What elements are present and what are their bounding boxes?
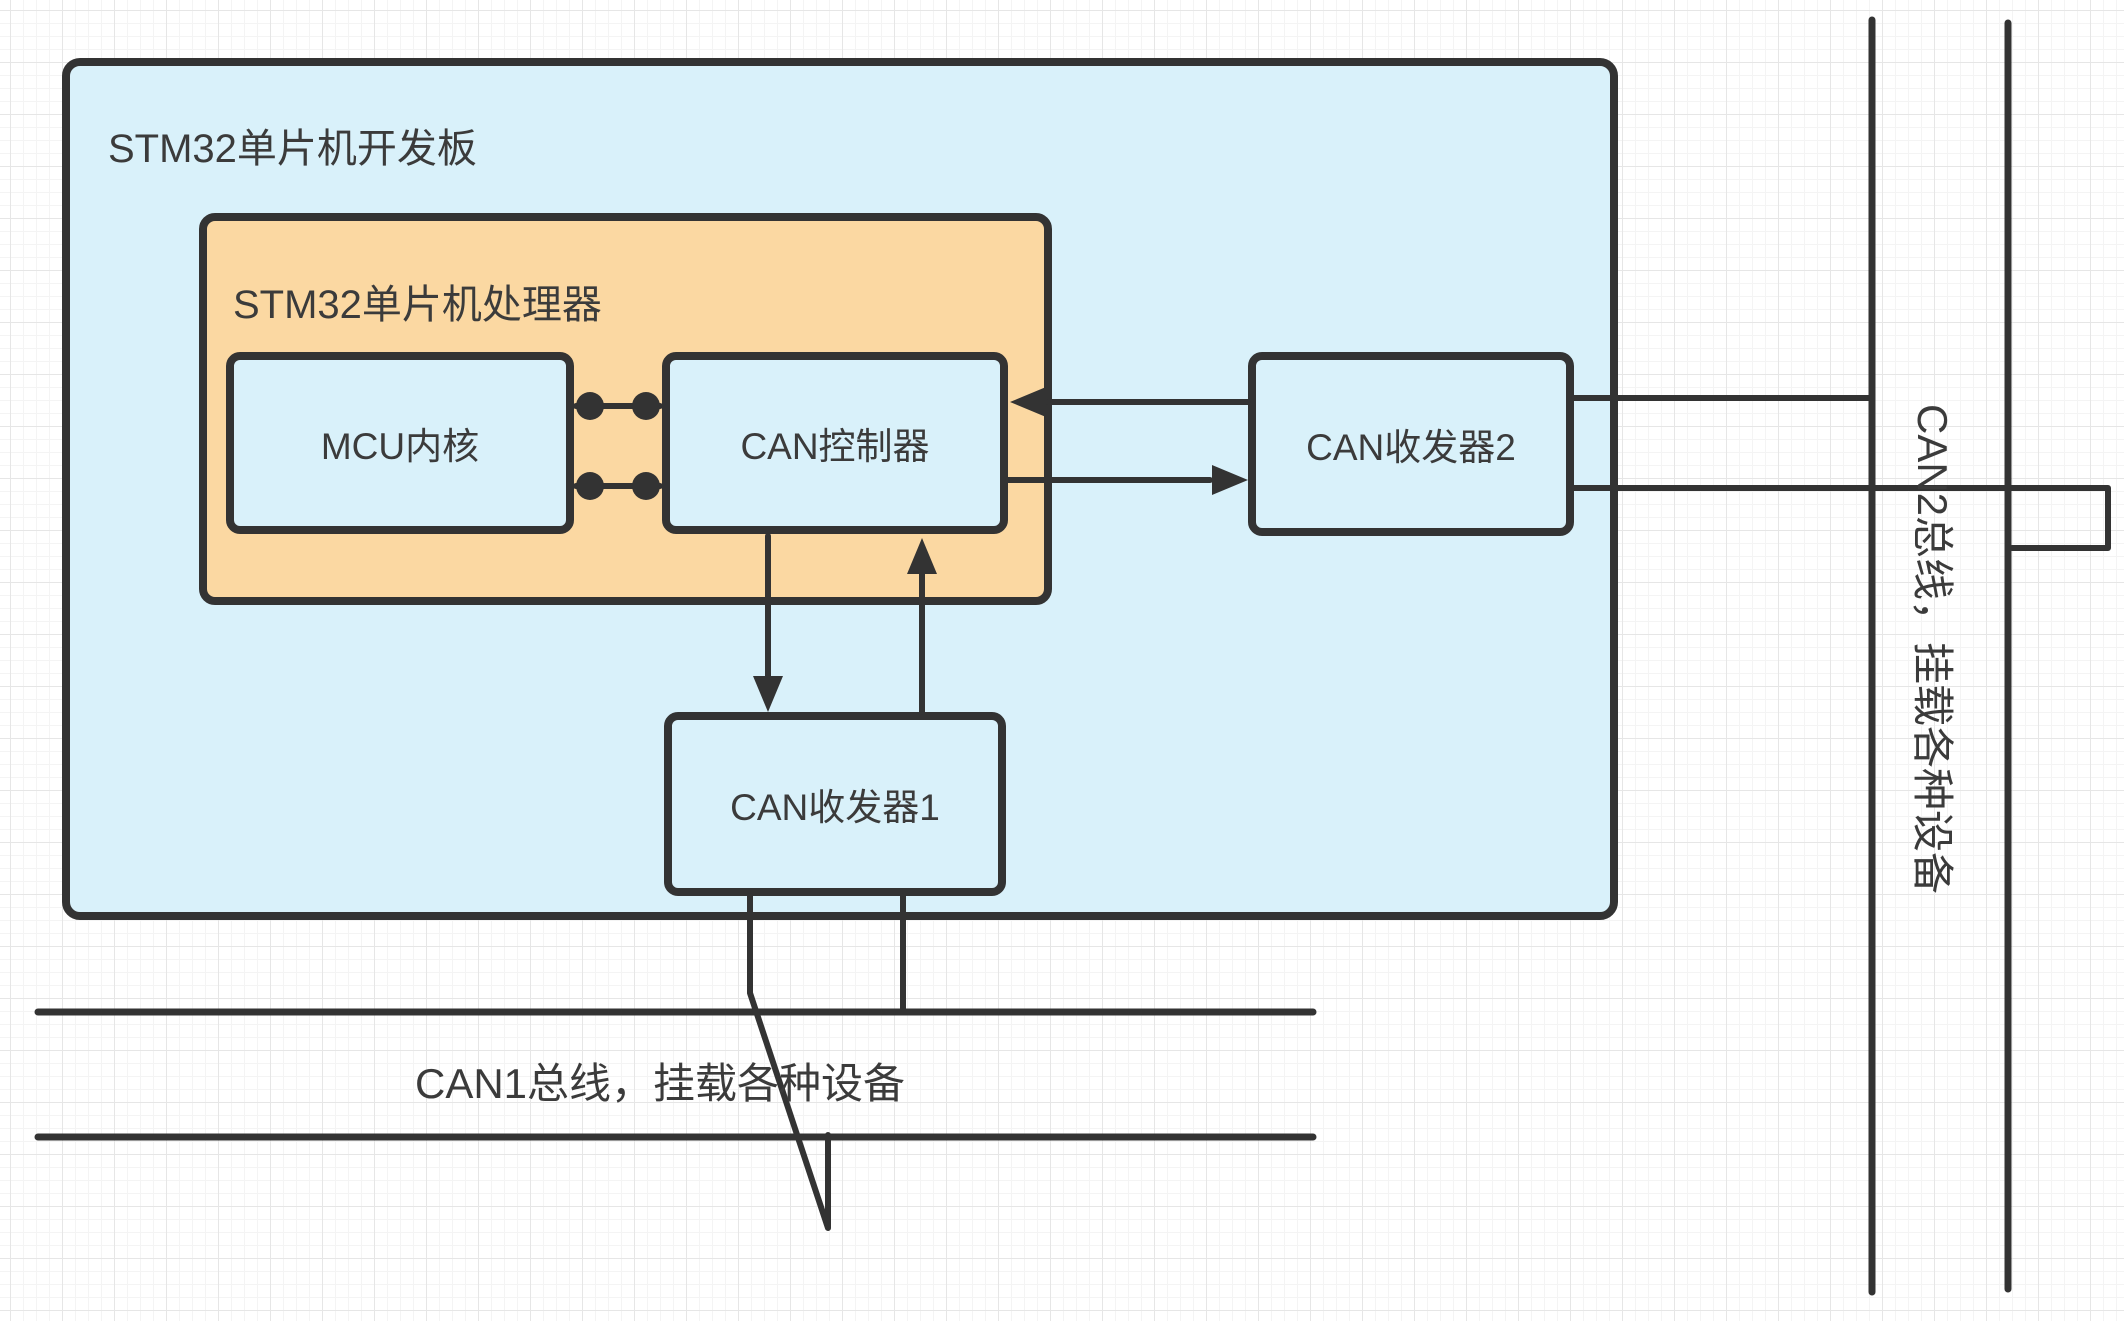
can-transceiver2-box: CAN收发器2: [1248, 352, 1574, 536]
can-transceiver2-label: CAN收发器2: [1306, 427, 1516, 468]
can-controller-label: CAN控制器: [740, 426, 930, 467]
can-transceiver1-box: CAN收发器1: [664, 712, 1006, 896]
can2-bus-label: CAN2总线，挂载各种设备: [1909, 404, 1956, 895]
trans2-to-can2bus-line2: [1571, 485, 2111, 551]
dev-board-title: STM32单片机开发板: [108, 127, 477, 171]
mcu-core-box: MCU内核: [226, 352, 574, 534]
processor-title: STM32单片机处理器: [233, 283, 602, 327]
can-transceiver1-label: CAN收发器1: [730, 787, 940, 828]
can-controller-box: CAN控制器: [662, 352, 1008, 534]
can1-bus-label: CAN1总线，挂载各种设备: [415, 1060, 906, 1107]
mcu-core-label: MCU内核: [320, 426, 480, 467]
